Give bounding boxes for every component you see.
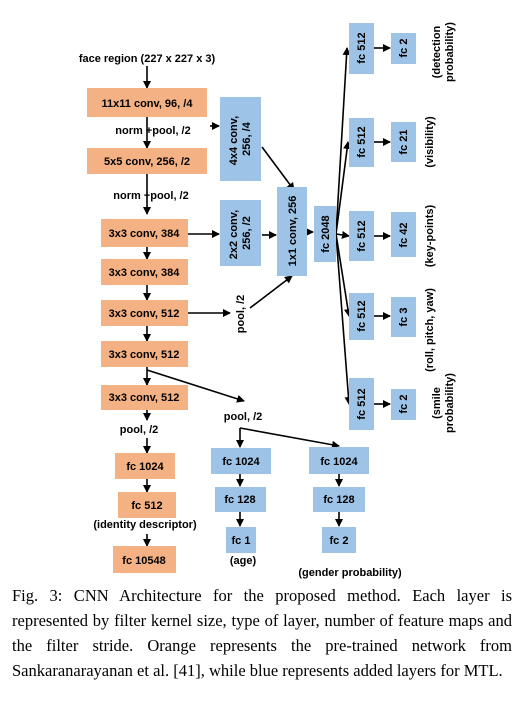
head-smile-out: fc 2 bbox=[398, 395, 410, 414]
conv-1x1-layer: 1x1 conv, 256 bbox=[277, 187, 307, 276]
head-pose-label: (roll, pitch, yaw) bbox=[424, 288, 436, 372]
norm-pool-label-1: norm +pool, /2 bbox=[115, 125, 190, 137]
fc1024-orange-layer: fc 1024 bbox=[115, 453, 175, 479]
head-keypoints-out: fc 42 bbox=[398, 222, 410, 247]
gender-label: (gender probability) bbox=[298, 567, 402, 579]
conv-4x4-layer: 4x4 conv, 256, /4 bbox=[220, 97, 261, 181]
head-smile-fc: fc 512 bbox=[356, 388, 368, 419]
conv4-label: 3x3 conv, 384 bbox=[109, 267, 181, 279]
head-smile-label-text: (smile bbox=[431, 387, 443, 419]
conv2-layer: 5x5 conv, 256, /2 bbox=[87, 148, 207, 174]
head-smile-label-text-line2: probability) bbox=[444, 373, 456, 433]
conv5-layer: 3x3 conv, 512 bbox=[101, 300, 188, 326]
conv-1x1-label: 1x1 conv, 256 bbox=[287, 196, 299, 267]
conv7-layer: 3x3 conv, 512 bbox=[101, 385, 188, 410]
conv3-layer: 3x3 conv, 384 bbox=[101, 219, 188, 247]
conv4-layer: 3x3 conv, 384 bbox=[101, 259, 188, 285]
norm-pool-label-2: norm +pool, /2 bbox=[113, 190, 188, 202]
head-detection-out: fc 2 bbox=[398, 39, 410, 58]
head-keypoints: fc 512 fc 42 (key-points) bbox=[349, 204, 436, 267]
head-visibility-out: fc 21 bbox=[398, 129, 410, 154]
conv2-label: 5x5 conv, 256, /2 bbox=[104, 156, 190, 168]
conv-4x4-text: 4x4 conv, bbox=[228, 116, 240, 165]
fc2048-label: fc 2048 bbox=[320, 215, 332, 252]
gender-branch: fc 1024 fc 128 fc 2 (gender probability) bbox=[298, 447, 402, 579]
figure-caption: Fig. 3: CNN Architecture for the propose… bbox=[12, 586, 512, 680]
input-label: face region (227 x 227 x 3) bbox=[79, 53, 216, 65]
conv1-label: 11x11 conv, 96, /4 bbox=[102, 98, 194, 110]
age-branch: fc 1024 fc 128 fc 1 (age) bbox=[211, 448, 271, 567]
head-pose-out: fc 3 bbox=[398, 308, 410, 327]
head-keypoints-fc: fc 512 bbox=[356, 220, 368, 251]
head-pose: fc 512 fc 3 (roll, pitch, yaw) bbox=[349, 288, 436, 372]
conv-2x2-text-line2: 256, /2 bbox=[241, 216, 253, 250]
conv-2x2-text: 2x2 conv, bbox=[228, 210, 240, 259]
conv6-label: 3x3 conv, 512 bbox=[109, 349, 180, 361]
age-fc3: fc 1 bbox=[232, 535, 251, 547]
age-fc1: fc 1024 bbox=[222, 456, 260, 468]
conv-4x4-text-line2: 256, /4 bbox=[241, 121, 253, 156]
gender-fc1: fc 1024 bbox=[320, 456, 358, 468]
head-smile-label: (smileprobability) bbox=[431, 373, 456, 433]
fc512-orange-label: fc 512 bbox=[131, 500, 162, 512]
head-detection-label: (detectionprobability) bbox=[431, 22, 456, 82]
fc10548-label: fc 10548 bbox=[122, 555, 165, 567]
fc1024-orange-label: fc 1024 bbox=[126, 461, 164, 473]
conv3-label: 3x3 conv, 384 bbox=[109, 228, 181, 240]
conv-4x4-label: 4x4 conv, 256, /4 bbox=[228, 113, 253, 165]
conv-2x2-layer: 2x2 conv, 256, /2 bbox=[220, 200, 261, 266]
fc512-orange-layer: fc 512 bbox=[118, 492, 176, 518]
fc10548-layer: fc 10548 bbox=[113, 546, 176, 573]
pool-label-branch: pool, /2 bbox=[235, 295, 247, 334]
gender-fc2: fc 128 bbox=[323, 494, 354, 506]
head-smile: fc 512 fc 2 (smileprobability) bbox=[349, 373, 456, 433]
conv5-label: 3x3 conv, 512 bbox=[109, 308, 180, 320]
head-visibility-label: (visibility) bbox=[424, 116, 436, 168]
age-fc2: fc 128 bbox=[224, 494, 255, 506]
connection-arrows bbox=[143, 44, 391, 547]
gender-fc3: fc 2 bbox=[330, 535, 349, 547]
conv6-layer: 3x3 conv, 512 bbox=[101, 341, 188, 367]
head-keypoints-label: (key-points) bbox=[424, 204, 436, 267]
head-pose-fc: fc 512 bbox=[356, 300, 368, 331]
conv-2x2-label: 2x2 conv, 256, /2 bbox=[228, 207, 253, 259]
pool-label-main: pool, /2 bbox=[120, 424, 159, 436]
head-visibility: fc 512 fc 21 (visibility) bbox=[349, 116, 436, 168]
conv7-label: 3x3 conv, 512 bbox=[109, 392, 180, 404]
pool-label-age-gender: pool, /2 bbox=[224, 411, 263, 423]
head-detection: fc 512 fc 2 (detectionprobability) bbox=[349, 22, 456, 82]
fc2048-layer: fc 2048 bbox=[314, 206, 336, 262]
head-detection-label-text-line2: probability) bbox=[444, 22, 456, 82]
identity-descriptor-label: (identity descriptor) bbox=[93, 519, 197, 531]
age-label: (age) bbox=[230, 555, 257, 567]
head-detection-label-text: (detection bbox=[431, 25, 443, 78]
conv1-layer: 11x11 conv, 96, /4 bbox=[87, 88, 207, 117]
cnn-architecture-diagram: face region (227 x 227 x 3) 11x11 conv, … bbox=[79, 22, 456, 579]
head-visibility-fc: fc 512 bbox=[356, 126, 368, 157]
head-detection-fc: fc 512 bbox=[356, 32, 368, 63]
